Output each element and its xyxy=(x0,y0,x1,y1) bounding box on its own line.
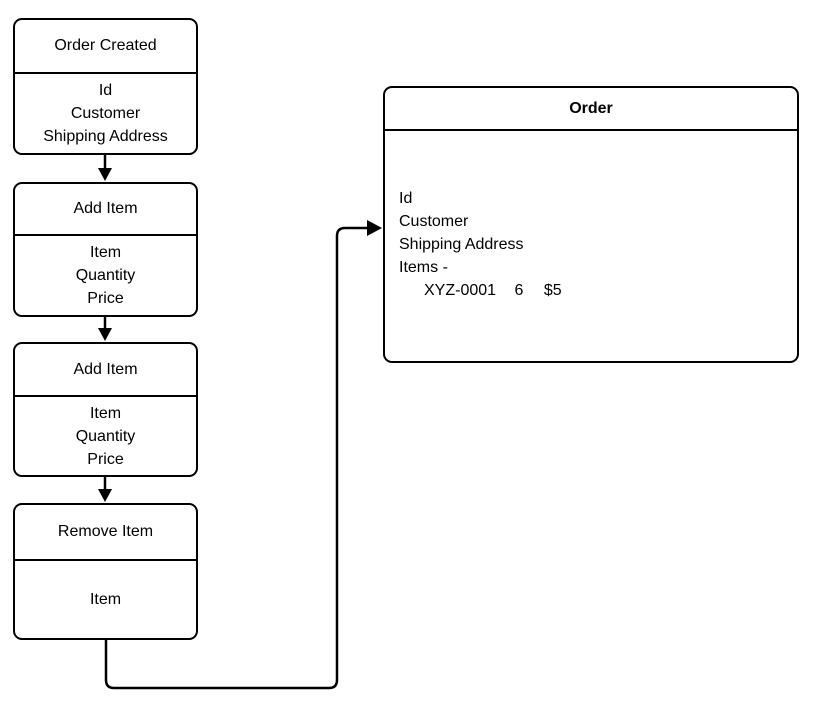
event-title: Add Item xyxy=(15,344,196,397)
item-price: $5 xyxy=(543,282,562,299)
aggregate-field: Customer xyxy=(399,213,469,230)
event-field: Item xyxy=(89,404,122,422)
arrowhead-down-icon xyxy=(98,168,112,181)
aggregate-field: Shipping Address xyxy=(399,236,524,253)
event-fields: Item xyxy=(15,561,196,638)
event-fields: Item Quantity Price xyxy=(15,397,196,475)
event-box-remove-item: Remove Item Item xyxy=(13,503,198,640)
event-field: Customer xyxy=(70,105,141,122)
event-box-add-item-1: Add Item Item Quantity Price xyxy=(13,182,198,317)
event-title: Remove Item xyxy=(15,505,196,561)
event-fields: Item Quantity Price xyxy=(15,236,196,315)
item-sku: XYZ-0001 xyxy=(424,282,497,299)
arrowhead-down-icon xyxy=(98,489,112,502)
arrowhead-right-icon xyxy=(367,220,382,236)
aggregate-field: Items - xyxy=(399,259,448,276)
aggregate-field: Id xyxy=(399,190,413,207)
event-field: Item xyxy=(89,591,122,608)
event-field: Shipping Address xyxy=(43,128,168,145)
item-quantity: 6 xyxy=(514,282,524,299)
event-field: Price xyxy=(87,450,124,468)
aggregate-title: Order xyxy=(385,88,797,131)
event-field: Item xyxy=(89,244,122,261)
aggregate-box-order: Order Id Customer Shipping Address Items… xyxy=(383,86,799,363)
event-title: Add Item xyxy=(15,184,196,236)
event-fields: Id Customer Shipping Address xyxy=(15,74,196,153)
event-box-add-item-2: Add Item Item Quantity Price xyxy=(13,342,198,477)
arrowhead-down-icon xyxy=(98,328,112,341)
event-field: Quantity xyxy=(75,427,136,445)
event-box-order-created: Order Created Id Customer Shipping Addre… xyxy=(13,18,198,155)
event-field: Price xyxy=(87,290,124,307)
event-field: Quantity xyxy=(75,267,136,284)
aggregate-item-row: XYZ-0001 6 $5 xyxy=(399,279,797,302)
aggregate-fields: Id Customer Shipping Address Items - XYZ… xyxy=(385,131,797,302)
event-field: Id xyxy=(98,82,113,99)
event-title: Order Created xyxy=(15,20,196,74)
